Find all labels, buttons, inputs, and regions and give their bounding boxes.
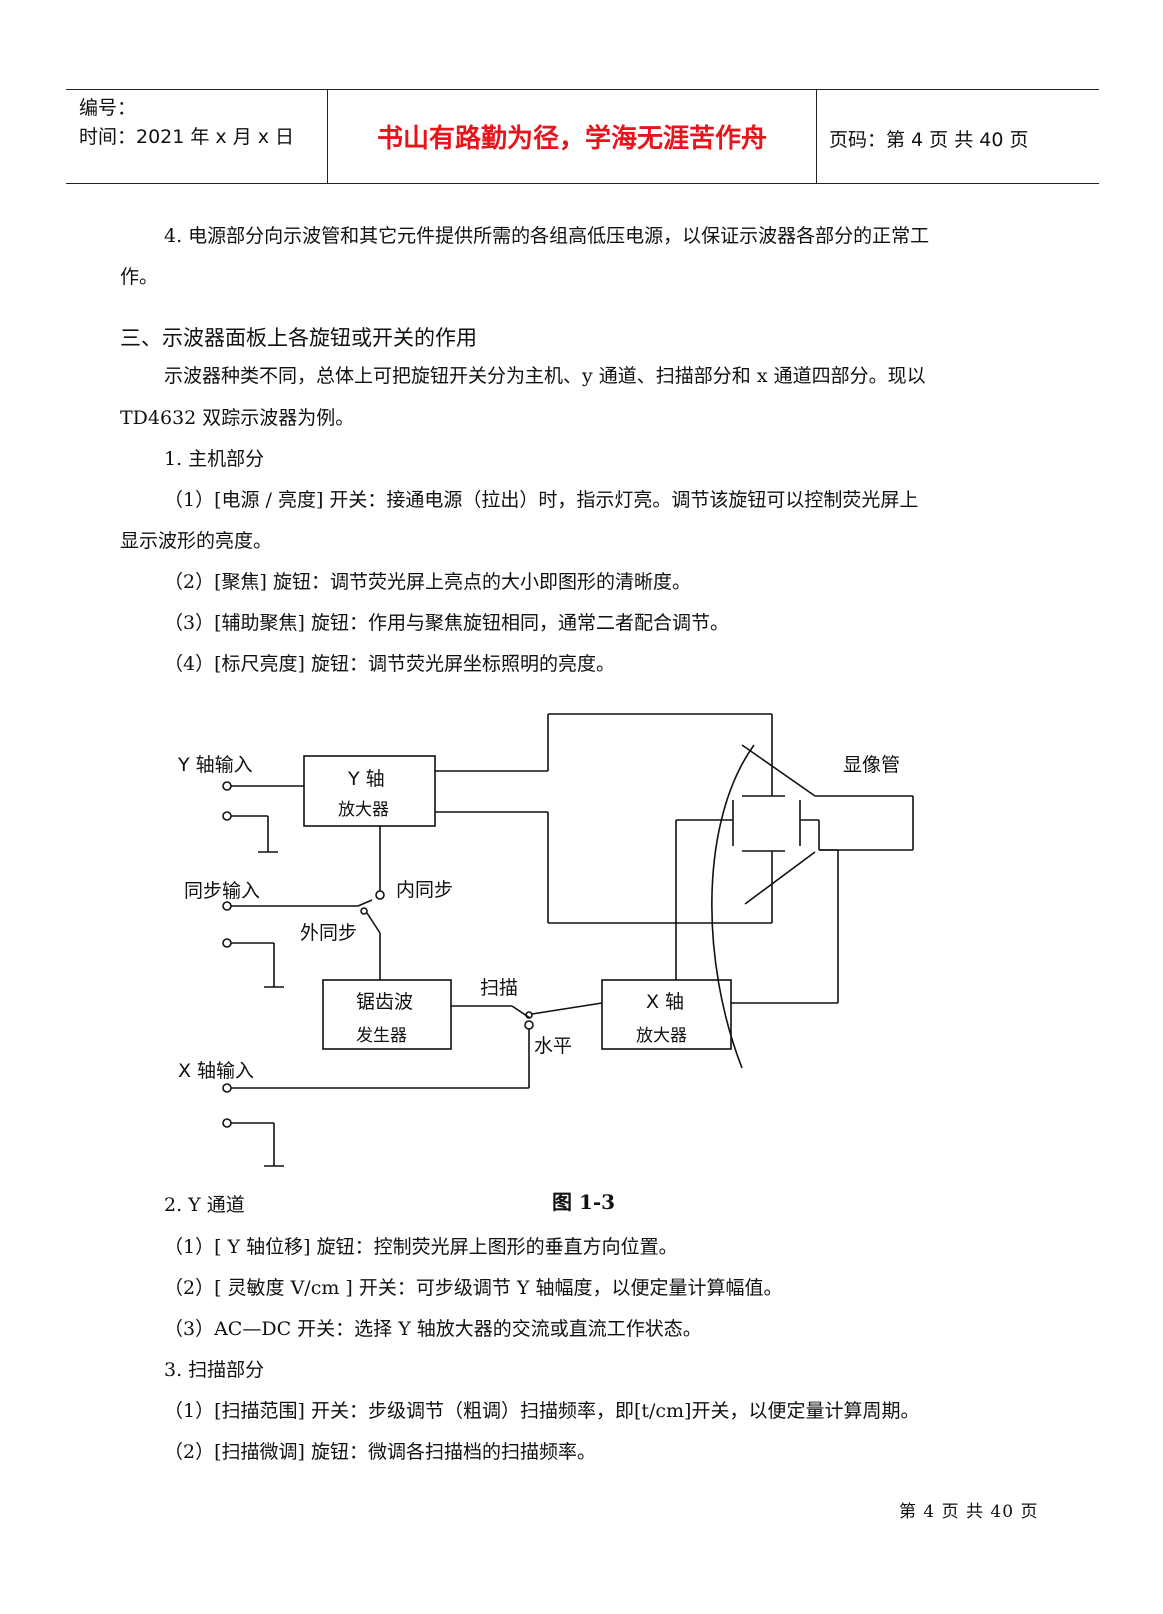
paragraph-intro-line1: 示波器种类不同，总体上可把旋钮开关分为主机、y 通道、扫描部分和 x 通道四部分… bbox=[164, 365, 926, 387]
paragraph-power-line1: 4. 电源部分向示波管和其它元件提供所需的各组高低压电源，以保证示波器各部分的正… bbox=[164, 225, 930, 247]
paragraph-intro-line2: TD4632 双踪示波器为例。 bbox=[120, 407, 355, 429]
y-input-terminal-top bbox=[222, 781, 232, 791]
label-sweep: 扫描 bbox=[480, 977, 518, 999]
header-bottom-rule bbox=[66, 183, 1099, 184]
crt-screen-curve bbox=[711, 744, 755, 1069]
label-saw-line2: 发生器 bbox=[356, 1026, 407, 1046]
item-aux-focus: （3）[辅助聚焦] 旋钮：作用与聚焦旋钮相同，通常二者配合调节。 bbox=[164, 612, 729, 634]
header-divider-left bbox=[327, 89, 328, 183]
sync-input-terminal-bottom bbox=[222, 938, 232, 948]
label-horizontal: 水平 bbox=[534, 1035, 572, 1057]
item-power-brightness-line2: 显示波形的亮度。 bbox=[120, 530, 273, 552]
paragraph-power-line2: 作。 bbox=[120, 266, 159, 288]
figure-caption: 图 1-3 bbox=[552, 1190, 616, 1214]
label-x-amp-line2: 放大器 bbox=[636, 1026, 687, 1046]
header-page-label: 页码：第 4 页 共 40 页 bbox=[829, 129, 1029, 151]
label-sync-input: 同步输入 bbox=[184, 880, 260, 902]
item-power-brightness-line1: （1）[电源 / 亮度] 开关：接通电源（拉出）时，指示灯亮。调节该旋钮可以控制… bbox=[164, 489, 919, 511]
label-x-amp-line1: X 轴 bbox=[646, 991, 684, 1013]
label-int-sync: 内同步 bbox=[396, 879, 453, 901]
item-sweep-range: （1）[扫描范围] 开关：步级调节（粗调）扫描频率，即[t/cm]开关，以便定量… bbox=[164, 1400, 920, 1422]
sync-input-terminal-top bbox=[222, 901, 232, 911]
section-heading: 三、示波器面板上各旋钮或开关的作用 bbox=[120, 326, 477, 350]
header-top-rule bbox=[66, 89, 1099, 90]
item-ac-dc: （3）AC—DC 开关：选择 Y 轴放大器的交流或直流工作状态。 bbox=[164, 1318, 702, 1340]
header-divider-right bbox=[816, 89, 817, 183]
header-time-label: 时间：2021 年 x 月 x 日 bbox=[79, 126, 295, 148]
label-saw-line1: 锯齿波 bbox=[356, 991, 413, 1013]
y-amplifier-box bbox=[303, 755, 436, 827]
footer-page-number: 第 4 页 共 40 页 bbox=[899, 1502, 1039, 1522]
x-input-terminal-top bbox=[222, 1083, 232, 1093]
header-number-label: 编号： bbox=[79, 97, 137, 119]
label-ext-sync: 外同步 bbox=[300, 922, 357, 944]
x-input-terminal-bottom bbox=[222, 1118, 232, 1128]
subheading-y-channel: 2. Y 通道 bbox=[164, 1194, 245, 1216]
header-motto: 书山有路勤为径，学海无涯苦作舟 bbox=[376, 124, 767, 154]
int-sync-contact bbox=[375, 890, 385, 900]
item-focus: （2）[聚焦] 旋钮：调节荧光屏上亮点的大小即图形的清晰度。 bbox=[164, 571, 691, 593]
label-y-amp-line2: 放大器 bbox=[338, 800, 389, 820]
horizontal-contact bbox=[524, 1020, 534, 1030]
item-y-position: （1）[ Y 轴位移] 旋钮：控制荧光屏上图形的垂直方向位置。 bbox=[164, 1236, 678, 1258]
sync-switch-blade bbox=[357, 899, 373, 907]
label-x-input: X 轴输入 bbox=[178, 1060, 254, 1082]
sweep-switch-blade bbox=[511, 1005, 531, 1019]
sweep-switch-pivot bbox=[525, 1011, 533, 1019]
subheading-main-unit: 1. 主机部分 bbox=[164, 448, 265, 470]
item-sweep-fine: （2）[扫描微调] 旋钮：微调各扫描档的扫描频率。 bbox=[164, 1441, 596, 1463]
label-crt: 显像管 bbox=[843, 754, 900, 776]
item-scale-brightness: （4）[标尺亮度] 旋钮：调节荧光屏坐标照明的亮度。 bbox=[164, 653, 615, 675]
label-y-amp-line1: Y 轴 bbox=[347, 768, 385, 790]
label-y-input: Y 轴输入 bbox=[177, 754, 253, 776]
subheading-sweep: 3. 扫描部分 bbox=[164, 1359, 265, 1381]
item-sensitivity: （2）[ 灵敏度 V/cm ] 开关：可步级调节 Y 轴幅度，以便定量计算幅值。 bbox=[164, 1277, 783, 1299]
x-amplifier-box bbox=[601, 979, 732, 1050]
y-input-terminal-bottom bbox=[222, 811, 232, 821]
sync-switch-pivot bbox=[360, 907, 368, 915]
sawtooth-generator-box bbox=[322, 979, 452, 1050]
